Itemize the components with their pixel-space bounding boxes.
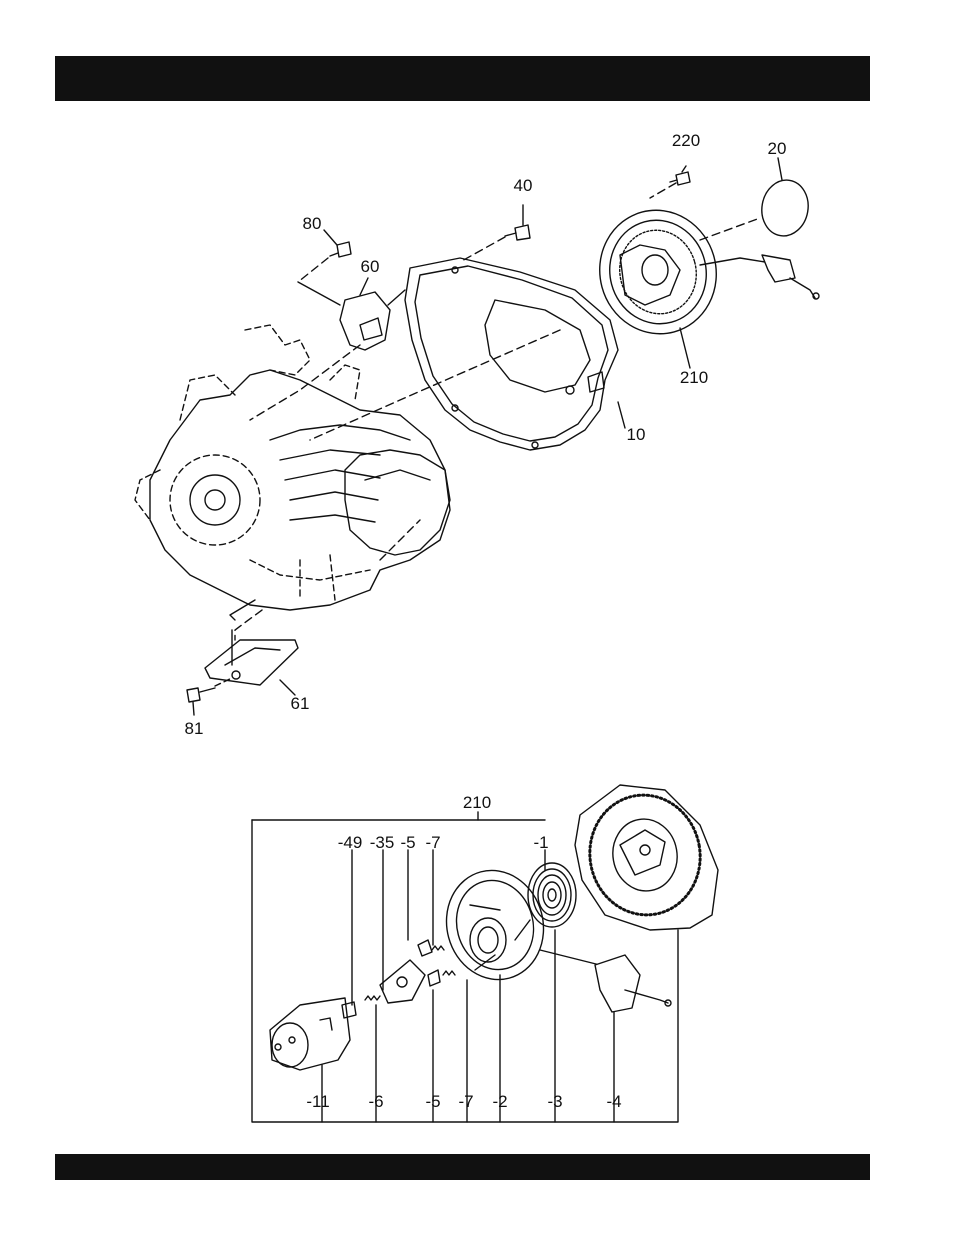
callout-20: 20 bbox=[768, 139, 787, 158]
spring-icon bbox=[365, 996, 380, 1000]
ratchet bbox=[418, 940, 432, 956]
bolt-icon bbox=[505, 225, 530, 240]
callout-210-detail: 210 bbox=[463, 793, 491, 812]
callout-detail-5-bottom: -5 bbox=[425, 1092, 440, 1111]
callout-detail-11: -11 bbox=[306, 1092, 329, 1111]
callout-detail-7-bottom: -7 bbox=[458, 1092, 473, 1111]
bolt-icon bbox=[342, 1002, 356, 1018]
callout-80: 80 bbox=[303, 214, 322, 233]
bolt-icon bbox=[670, 172, 690, 185]
callout-81: 81 bbox=[185, 719, 204, 738]
starter-pulley bbox=[270, 998, 350, 1070]
callout-detail-1: -1 bbox=[533, 833, 548, 852]
spring-icon bbox=[528, 863, 576, 927]
callout-detail-7-top: -7 bbox=[425, 833, 440, 852]
starter-housing bbox=[575, 785, 718, 930]
callout-210-upper: 210 bbox=[680, 368, 708, 387]
callout-detail-49: -49 bbox=[338, 833, 363, 852]
fan-housing bbox=[405, 258, 618, 450]
callout-detail-3: -3 bbox=[547, 1092, 562, 1111]
handle-icon bbox=[595, 955, 671, 1012]
recoil-starter-upper bbox=[586, 197, 819, 347]
callout-detail-5-top: -5 bbox=[400, 833, 415, 852]
bolt-icon bbox=[187, 688, 215, 702]
cover-disc bbox=[757, 176, 812, 239]
callout-61: 61 bbox=[291, 694, 310, 713]
ratchet bbox=[428, 970, 440, 986]
callout-detail-35: -35 bbox=[370, 833, 395, 852]
engine-block bbox=[135, 325, 450, 620]
callout-detail-4: -4 bbox=[606, 1092, 621, 1111]
bracket bbox=[340, 290, 405, 350]
callout-40: 40 bbox=[514, 176, 533, 195]
bottom-plate bbox=[205, 640, 298, 685]
callout-10: 10 bbox=[627, 425, 646, 444]
bolt-icon bbox=[330, 242, 351, 257]
ratchet-guide bbox=[380, 960, 425, 1003]
callout-detail-2: -2 bbox=[492, 1092, 507, 1111]
callout-detail-6: -6 bbox=[368, 1092, 383, 1111]
callout-220: 220 bbox=[672, 131, 700, 150]
callout-60: 60 bbox=[361, 257, 380, 276]
